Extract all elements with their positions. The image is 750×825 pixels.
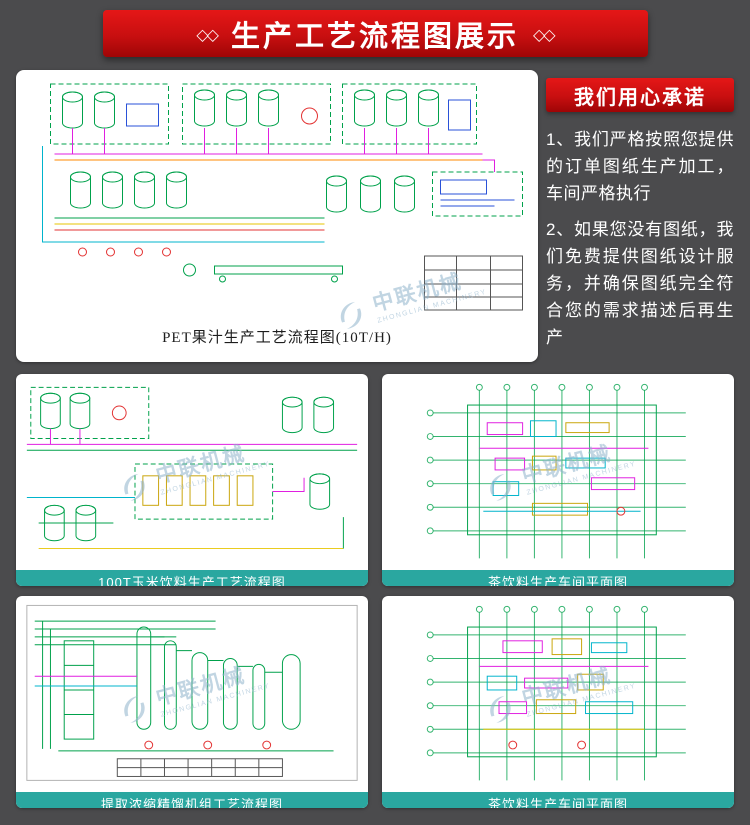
corn-beverage-diagram-area: 中联机械 ZHONGLIAN MACHINERY (16, 374, 368, 570)
main-content-row: PET果汁生产工艺流程图(10T/H) 中联机械 ZHONGLIAN MACHI… (0, 70, 750, 362)
tea-workshop-plan-diagram-1 (426, 383, 686, 559)
tea-workshop-diagram-area-2: 中联机械 ZHONGLIAN MACHINERY (382, 596, 734, 792)
diagram-gallery: 中联机械 ZHONGLIAN MACHINERY 100T玉米饮料生产工艺流程图 (0, 362, 750, 808)
gallery-panel-distillation-flow[interactable]: 中联机械 ZHONGLIAN MACHINERY 提取浓缩精馏机组工艺流程图 (16, 596, 368, 808)
corn-beverage-flow-diagram (26, 386, 358, 550)
tea-workshop-diagram-area-1: 中联机械 ZHONGLIAN MACHINERY (382, 374, 734, 570)
promise-text: 1、我们严格按照您提供的订单图纸生产加工，车间严格执行 2、如果您没有图纸，我们… (546, 126, 734, 351)
gallery-caption-3: 提取浓缩精馏机组工艺流程图 (16, 791, 368, 808)
page-root: ◇◇ 生产工艺流程图展示 ◇◇ (0, 10, 750, 808)
promise-item-2: 2、如果您没有图纸，我们免费提供图纸设计服务，并确保图纸完全符合您的需求描述后再… (546, 220, 734, 347)
promise-item-1: 1、我们严格按照您提供的订单图纸生产加工，车间严格执行 (546, 130, 734, 203)
diamond-decor-left-icon: ◇◇ (196, 26, 219, 44)
pet-juice-flow-diagram (42, 83, 523, 311)
gallery-caption-2: 茶饮料生产车间平面图 (382, 569, 734, 586)
promise-column: 我们用心承诺 1、我们严格按照您提供的订单图纸生产加工，车间严格执行 2、如果您… (546, 70, 734, 362)
promise-badge: 我们用心承诺 (546, 78, 734, 112)
diamond-decor-right-icon: ◇◇ (533, 26, 556, 44)
distillation-flow-diagram (26, 604, 358, 781)
distillation-diagram-area: 中联机械 ZHONGLIAN MACHINERY (16, 596, 368, 792)
page-title-banner: ◇◇ 生产工艺流程图展示 ◇◇ (102, 10, 648, 57)
gallery-panel-corn-beverage-flow[interactable]: 中联机械 ZHONGLIAN MACHINERY 100T玉米饮料生产工艺流程图 (16, 374, 368, 586)
page-title: 生产工艺流程图展示 (230, 20, 519, 53)
gallery-caption-4: 茶饮料生产车间平面图 (382, 791, 734, 808)
main-diagram-caption: PET果汁生产工艺流程图(10T/H) (162, 329, 392, 346)
gallery-caption-1: 100T玉米饮料生产工艺流程图 (16, 569, 368, 586)
gallery-panel-tea-workshop-plan-2[interactable]: 中联机械 ZHONGLIAN MACHINERY 茶饮料生产车间平面图 (382, 596, 734, 808)
tea-workshop-plan-diagram-2 (426, 605, 686, 781)
main-diagram-panel[interactable]: PET果汁生产工艺流程图(10T/H) 中联机械 ZHONGLIAN MACHI… (16, 70, 538, 362)
gallery-panel-tea-workshop-plan-1[interactable]: 中联机械 ZHONGLIAN MACHINERY 茶饮料生产车间平面图 (382, 374, 734, 586)
